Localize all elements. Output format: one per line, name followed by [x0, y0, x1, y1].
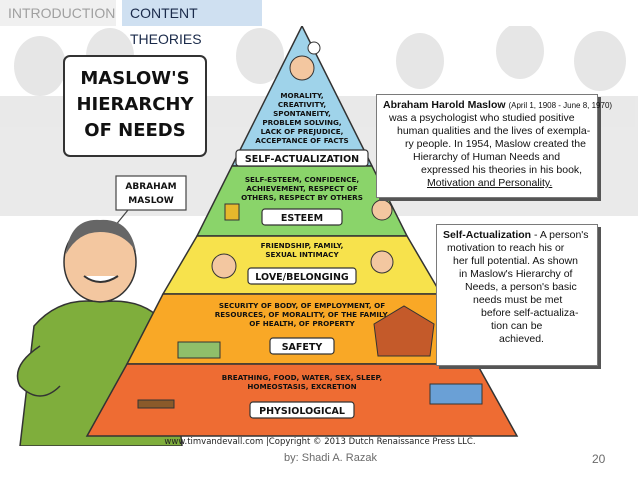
- baby-figure: [371, 251, 393, 273]
- label-self-actualization: SELF-ACTUALIZATION: [245, 154, 359, 165]
- bio-line-5: expressed his theories in his book,: [383, 164, 591, 177]
- trophy: [225, 204, 239, 220]
- bio-line-2: human qualities and the lives of exempla…: [383, 125, 591, 138]
- selfact-line-6: before self-actualiza-: [443, 307, 591, 320]
- physio-desc-1: BREATHING, FOOD, WATER, SEX, SLEEP,: [222, 373, 382, 382]
- money-stack: [178, 342, 220, 358]
- selfact-line-2: her full potential. As shown: [443, 255, 591, 268]
- tab-bar: INTRODUCTION CONTENT THEORIES: [0, 0, 638, 26]
- selfact-line-4: Needs, a person's basic: [443, 281, 591, 294]
- slide-footer: by: Shadi A. Razak 20: [0, 448, 638, 468]
- tab-introduction[interactable]: INTRODUCTION: [0, 0, 116, 26]
- footer-author: by: Shadi A. Razak: [284, 452, 377, 464]
- copyright: www.timvandevall.com |Copyright © 2013 D…: [164, 437, 475, 446]
- bio-box: Abraham Harold Maslow (April 1, 1908 - J…: [376, 94, 598, 198]
- esteem-desc-3: OTHERS, RESPECT BY OTHERS: [241, 193, 363, 202]
- child-figure: [372, 200, 392, 220]
- self-actualization-note: Self-Actualization - A person's motivati…: [436, 224, 598, 366]
- bio-dates: (April 1, 1908 - June 8, 1970): [508, 101, 612, 110]
- selfact-desc-2: CREATIVITY,: [278, 100, 326, 109]
- title-box: MASLOW'S HIERARCHY OF NEEDS: [64, 56, 206, 156]
- selfact-line-1: motivation to reach his or: [443, 242, 591, 255]
- tab-content-theories[interactable]: CONTENT THEORIES: [122, 0, 262, 26]
- bed: [430, 384, 482, 404]
- bio-line-4: Hierarchy of Human Needs and: [383, 151, 591, 164]
- selfact-line-5: needs must be met: [443, 294, 591, 307]
- selfact-desc-1: MORALITY,: [280, 91, 323, 100]
- page-number: 20: [592, 452, 605, 466]
- title-line-2: HIERARCHY: [76, 94, 194, 115]
- maslow-label-line-2: MASLOW: [128, 196, 173, 206]
- label-physiological: PHYSIOLOGICAL: [259, 406, 345, 417]
- esteem-desc-1: SELF-ESTEEM, CONFIDENCE,: [245, 175, 359, 184]
- label-esteem: ESTEEM: [281, 213, 323, 224]
- dining-table: [138, 400, 174, 408]
- maslow-label-line-1: ABRAHAM: [125, 182, 176, 192]
- label-love-belonging: LOVE/BELONGING: [255, 272, 349, 283]
- safety-desc-1: SECURITY OF BODY, OF EMPLOYMENT, OF: [219, 301, 385, 310]
- bio-line-3: ry people. In 1954, Maslow created the: [383, 138, 591, 151]
- thinker-head: [290, 56, 314, 80]
- safety-desc-3: OF HEALTH, OF PROPERTY: [249, 319, 355, 328]
- selfact-desc-5: LACK OF PREJUDICE,: [261, 127, 344, 136]
- selfact-term: Self-Actualization: [443, 229, 531, 241]
- couple-figure: [212, 254, 236, 278]
- physio-desc-2: HOMEOSTASIS, EXCRETION: [247, 382, 356, 391]
- esteem-desc-2: ACHIEVEMENT, RESPECT OF: [246, 184, 358, 193]
- thought-bubble: [308, 42, 320, 54]
- slide-content: MASLOW'S HIERARCHY OF NEEDS ABRAHAM MASL…: [0, 26, 638, 446]
- bio-name: Abraham Harold Maslow: [383, 99, 506, 111]
- selfact-line-0: - A person's: [531, 229, 588, 241]
- maslow-label: ABRAHAM MASLOW: [110, 176, 186, 232]
- title-line-3: OF NEEDS: [84, 120, 185, 141]
- title-line-1: MASLOW'S: [80, 68, 189, 89]
- selfact-line-7: tion can be: [443, 320, 591, 333]
- selfact-desc-3: SPONTANEITY,: [273, 109, 331, 118]
- bio-book: Motivation and Personality.: [383, 177, 591, 190]
- selfact-desc-4: PROBLEM SOLVING,: [262, 118, 341, 127]
- selfact-line-8: achieved.: [443, 333, 591, 346]
- safety-desc-2: RESOURCES, OF MORALITY, OF THE FAMILY,: [215, 310, 390, 319]
- label-safety: SAFETY: [282, 342, 323, 353]
- selfact-line-3: in Maslow's Hierarchy of: [443, 268, 591, 281]
- bio-line-1: was a psychologist who studied positive: [383, 112, 591, 125]
- love-desc-1: FRIENDSHIP, FAMILY,: [261, 241, 344, 250]
- selfact-desc-6: ACCEPTANCE OF FACTS: [255, 136, 348, 145]
- love-desc-2: SEXUAL INTIMACY: [265, 250, 339, 259]
